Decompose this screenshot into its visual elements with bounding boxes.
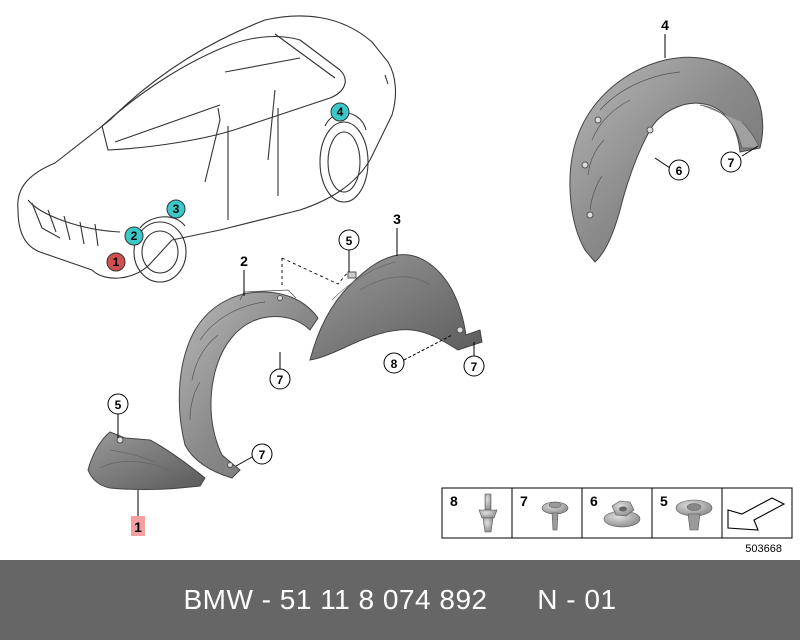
legend-table: 8 7 6 5 — [441, 487, 793, 539]
callout-7-rear-label: 7 — [728, 156, 735, 170]
car-callout-3-label: 3 — [173, 202, 180, 216]
callout-7-mid-label: 7 — [277, 373, 284, 387]
part-2-front-wheel-arch-liner[interactable] — [178, 289, 319, 479]
callout-8[interactable] — [383, 352, 405, 374]
callout-7-lower-label: 7 — [259, 448, 266, 462]
callout-5-top[interactable] — [338, 229, 360, 251]
part-1-lower-liner[interactable] — [87, 431, 206, 490]
callout-6[interactable] — [668, 159, 690, 181]
legend-5-label: 5 — [660, 493, 668, 509]
legend-7-label: 7 — [520, 493, 528, 509]
car-callout-1[interactable]: 1 — [106, 252, 126, 272]
direction-arrow-icon — [727, 497, 786, 531]
callout-7-right[interactable] — [463, 355, 485, 377]
part-4-label: 4 — [661, 17, 669, 33]
nut-icon — [603, 500, 641, 528]
car-callout-1-label: 1 — [113, 255, 120, 269]
footer-bar: BMW - 51 11 8 074 892 N - 01 — [0, 560, 800, 640]
car-callout-4[interactable]: 4 — [330, 102, 350, 122]
legend-6-label: 6 — [590, 493, 598, 509]
car-callout-2[interactable]: 2 — [124, 226, 144, 246]
car-callout-3[interactable]: 3 — [166, 199, 186, 219]
part-1-label: 1 — [134, 519, 142, 535]
part-4-rear-wheel-arch-liner[interactable] — [569, 56, 764, 263]
part-number-title: BMW - 51 11 8 074 892 N - 01 — [183, 584, 617, 615]
part-3-label: 3 — [393, 211, 401, 227]
callout-7-mid[interactable] — [269, 368, 291, 390]
part-1-highlight — [131, 516, 145, 536]
car-callout-4-label: 4 — [337, 105, 344, 119]
clip-nut-icon — [675, 499, 713, 531]
part-3-wheel-arch-liner-rear-section[interactable] — [309, 254, 483, 361]
screw-icon — [541, 501, 569, 531]
car-callout-2-label: 2 — [131, 229, 138, 243]
callout-7-lower[interactable] — [251, 443, 273, 465]
legend-8-label: 8 — [450, 493, 458, 509]
part-2-label: 2 — [240, 253, 248, 269]
car-outline — [17, 15, 397, 283]
callout-8-label: 8 — [391, 357, 398, 371]
callout-6-label: 6 — [676, 164, 683, 178]
push-rivet-icon — [478, 493, 498, 533]
callout-5-top-label: 5 — [346, 234, 353, 248]
callout-5-left-label: 5 — [115, 398, 122, 412]
callout-7-rear[interactable] — [720, 151, 742, 173]
parts-diagram: 1 2 3 4 4 3 2 — [17, 15, 793, 555]
connector-line — [281, 257, 349, 288]
callout-5-left[interactable] — [107, 393, 129, 415]
reference-number: 503668 — [745, 543, 782, 555]
callout-7-right-label: 7 — [471, 360, 478, 374]
